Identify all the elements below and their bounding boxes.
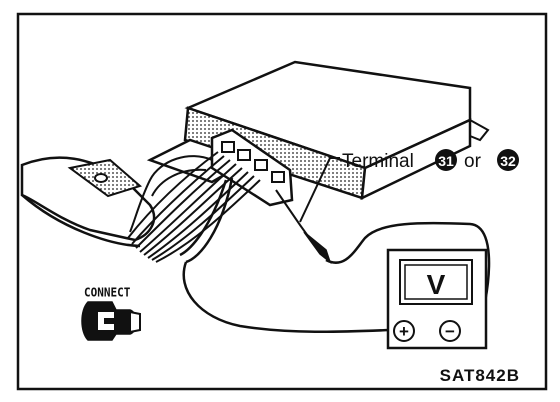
wire-harness — [127, 151, 261, 264]
positive-terminal — [393, 320, 415, 342]
terminal-callout: Terminal 31 or 32 — [342, 149, 519, 172]
connector-plug-icon: CONNECT — [81, 285, 141, 341]
voltmeter-icon: V + − — [386, 248, 488, 350]
connect-label: CONNECT — [84, 285, 130, 300]
negative-lead — [325, 221, 491, 331]
voltmeter-display — [399, 259, 473, 305]
figure-code: SAT842B — [440, 366, 520, 385]
positive-lead — [182, 261, 391, 334]
callout-leader — [299, 157, 340, 223]
negative-terminal — [439, 320, 461, 342]
terminal-or: or — [464, 151, 482, 172]
terminal-b-number: 32 — [500, 153, 516, 169]
terminal-b-circle — [497, 149, 519, 171]
figure-border — [16, 12, 548, 391]
control-unit — [146, 60, 490, 201]
terminal-label: Terminal — [342, 151, 414, 172]
terminal-a-number: 31 — [438, 153, 454, 169]
mounting-bracket — [20, 156, 156, 248]
voltmeter-display-unit: V — [427, 269, 446, 300]
terminal-a-circle — [435, 149, 457, 171]
negative-terminal-sign: − — [445, 322, 455, 341]
positive-terminal-sign: + — [399, 322, 409, 341]
harness-connector — [210, 128, 294, 207]
test-probe — [275, 189, 332, 265]
